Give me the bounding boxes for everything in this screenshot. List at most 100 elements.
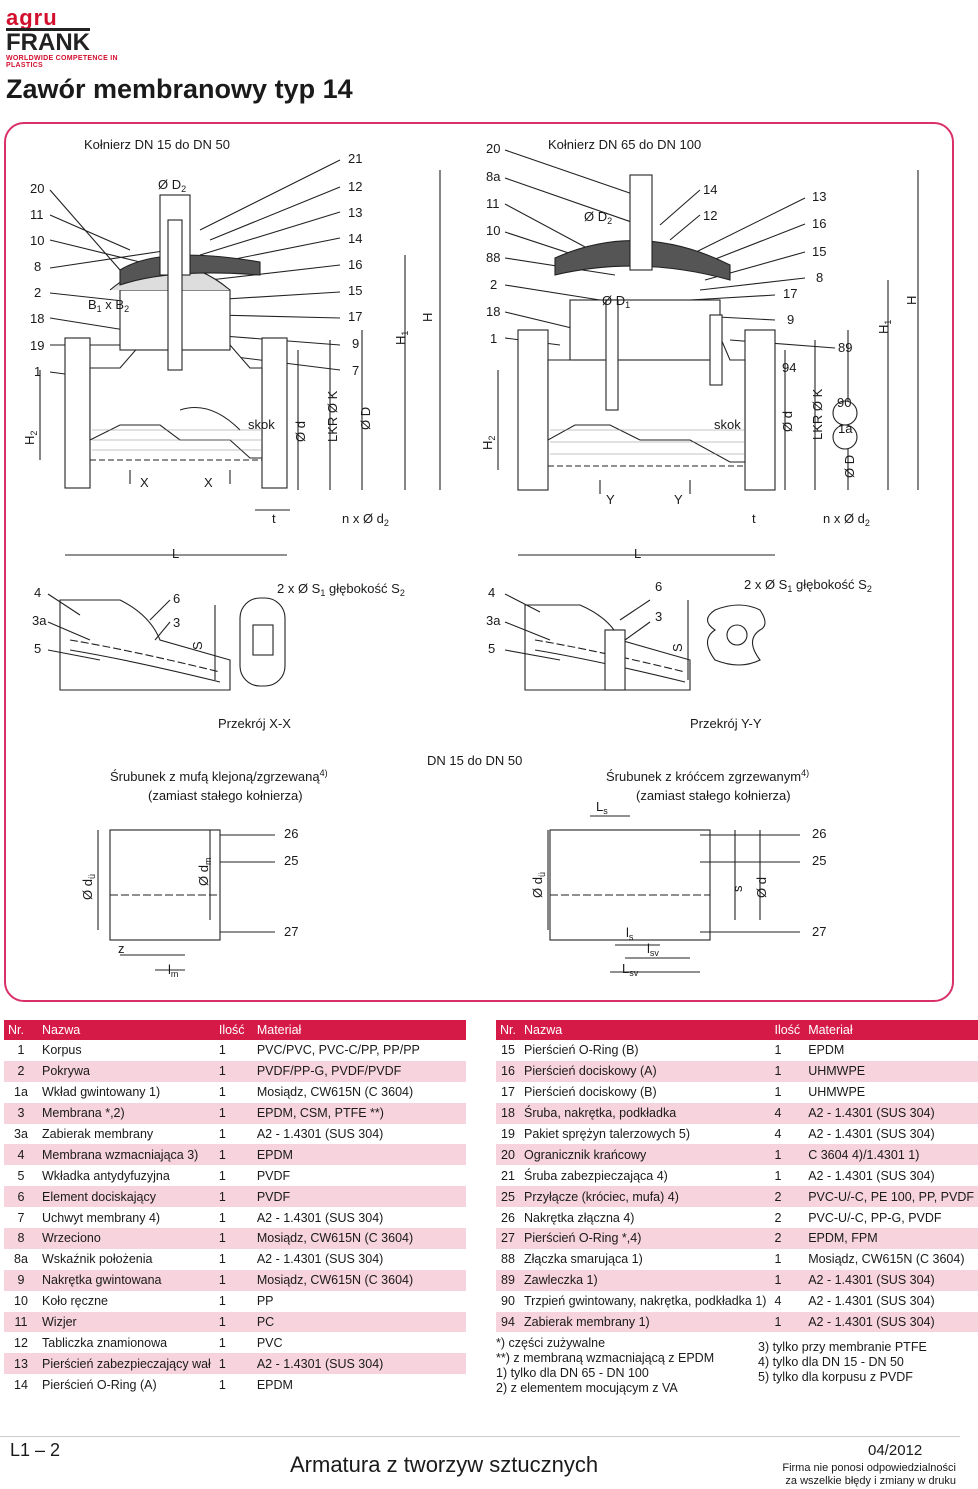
cell-material: UHMWPE [808,1085,866,1100]
cell-material: A2 - 1.4301 (SUS 304) [252,1353,466,1375]
cell-nazwa: Ogranicznik krańcowy [519,1144,771,1166]
cell-material: A2 - 1.4301 (SUS 304) [804,1311,978,1333]
cell-nr: 17 [501,1085,515,1100]
cell-ilosc: 4 [774,1127,782,1141]
dim-du-right: Ø dü [530,872,547,898]
cell-ilosc: 1 [214,1269,253,1291]
num-r15: 15 [812,244,827,259]
sec-num-3a-left: 3a [32,613,47,628]
note-3: 3) tylko przy membranie PTFE [758,1340,927,1354]
cell-nr: 94 [496,1311,520,1333]
num-r1: 1 [490,331,498,346]
col-material: Materiał [252,1020,466,1040]
cell-nr: 20 [496,1144,520,1166]
logo-tagline: WORLDWIDE COMPETENCE IN PLASTICS [6,55,118,69]
cell-nr: 4 [4,1144,38,1166]
num-r16: 16 [812,216,827,231]
cell-nr: 3 [4,1102,38,1124]
union-left-title: Śrubunek z mufą klejoną/zgrzewaną4) [110,768,328,784]
sec-num-3a-right: 3a [486,613,501,628]
cell-nazwa: Tabliczka znamionowa [42,1335,168,1350]
cell-material: A2 - 1.4301 (SUS 304) [256,1210,384,1225]
cell-nazwa: Pokrywa [38,1060,215,1082]
cell-nr: 18 [496,1102,520,1124]
cell-nazwa: Wizjer [38,1311,215,1333]
num-10: 10 [30,233,45,248]
dim-t-left: t [272,511,276,526]
num-1: 1 [34,364,42,379]
num-r9: 9 [787,312,795,327]
sec-x-left: X [140,475,149,490]
cell-ilosc: 1 [218,1252,226,1267]
cell-ilosc: 1 [214,1228,253,1249]
num-r1a: 1a [838,421,853,436]
sec-num-3-right: 3 [655,609,663,624]
cell-nr: 9 [4,1269,38,1291]
cell-nr: 89 [496,1269,520,1291]
cell-nr: 2 [4,1060,38,1082]
sec-s-right: S [670,643,685,652]
dim-s-right: s [730,885,745,893]
sec-y-left: Y [606,492,615,507]
cell-material: Mosiądz, CW615N (C 3604) [256,1085,414,1100]
cell-ilosc: 4 [774,1294,782,1309]
cell-material: EPDM [256,1377,293,1392]
num-19: 19 [30,338,45,353]
num-12: 12 [348,179,363,194]
cell-nazwa: Korpus [42,1043,82,1058]
cell-ilosc: 1 [774,1043,782,1058]
cell-nazwa: Wkład gwintowany 1) [42,1085,161,1100]
footer-disclaimer: Firma nie ponosi odpowiedzialności za ws… [760,1462,956,1488]
note-4: 4) tylko dla DN 15 - DN 50 [758,1355,904,1369]
cell-nazwa: Trzpień gwintowany, nakrętka, podkładka … [523,1294,767,1309]
logo-frank-text: FRANK [6,28,90,56]
disclaimer-line-1: Firma nie ponosi odpowiedzialności [782,1462,956,1474]
cell-material: PVC [256,1335,283,1350]
num-r20: 20 [486,141,501,156]
col-material: Materiał [804,1020,978,1040]
cell-nr: 5 [17,1168,25,1183]
cell-nr: 90 [501,1294,515,1309]
num-r11: 11 [486,196,500,211]
dim-lm: lm [168,962,179,980]
cell-nazwa: Pierścień zabezpieczający wał [38,1353,215,1375]
cell-nazwa: Pakiet sprężyn talerzowych 5) [523,1127,691,1141]
cell-ilosc: 1 [214,1060,253,1082]
cell-nr: 15 [501,1043,515,1058]
footnotes-right: 3) tylko przy membranie PTFE 4) tylko dl… [758,1340,927,1385]
num-r17: 17 [783,286,798,301]
dim-L-left: L [172,546,180,561]
note-5: 5) tylko dla korpusu z PVDF [758,1370,913,1384]
num-17: 17 [348,309,363,324]
sec-num-4-left: 4 [34,585,42,600]
cell-ilosc: 1 [218,1085,226,1100]
cell-material: PVDF [252,1186,466,1208]
cell-nazwa: Pierścień O-Ring *,4) [519,1228,771,1249]
table-header-row: Nr. Nazwa Ilość Materiał [496,1020,978,1040]
dim-lsv: lsv [647,941,659,959]
dim-Lsv: Lsv [622,961,639,979]
cell-material: EPDM, CSM, PTFE **) [252,1102,466,1124]
dim-nxd2-right: n x Ø d2 [823,511,870,529]
cell-material: EPDM [808,1043,845,1058]
cell-ilosc: 1 [774,1168,782,1183]
cell-nr: 11 [4,1311,38,1333]
num-r89: 89 [838,340,853,355]
num-14: 14 [348,231,363,246]
union-left-sub: (zamiast stałego kołnierza) [148,788,303,803]
